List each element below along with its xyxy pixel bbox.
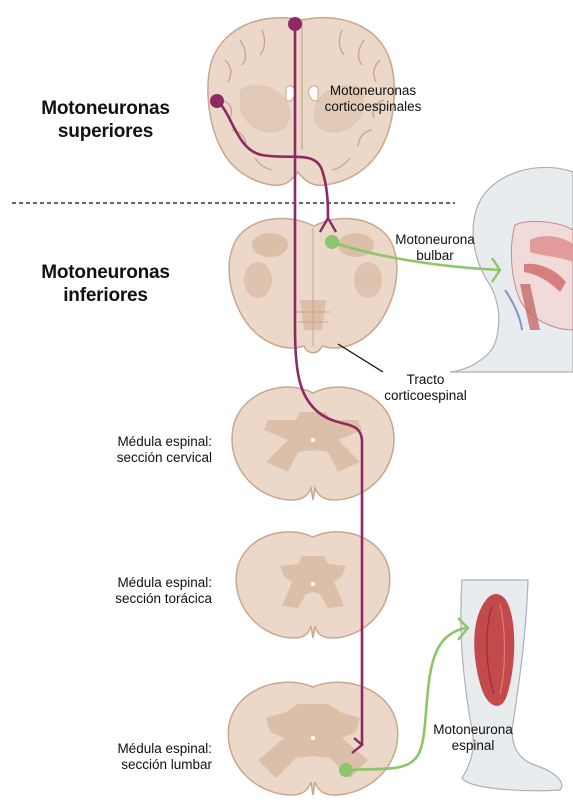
cervical-section-label: Médula espinal: sección cervical <box>70 434 212 466</box>
spinal-neuron-soma <box>339 763 353 777</box>
thoracic-section-label: Médula espinal: sección torácica <box>70 575 212 607</box>
lower-motor-neurons-heading: Motoneuronas inferiores <box>18 262 193 308</box>
tract-pointer-line <box>338 344 383 372</box>
spinal-neuron-label: Motoneurona espinal <box>418 722 528 754</box>
lumbar-section-label: Médula espinal: sección lumbar <box>70 741 212 773</box>
leg-illustration <box>461 580 562 791</box>
upper-neuron-soma-1 <box>288 17 302 31</box>
bulbar-neuron-soma <box>325 235 339 249</box>
upper-motor-neurons-heading: Motoneuronas superiores <box>18 98 193 144</box>
spinal-cord-lumbar <box>228 682 397 795</box>
brainstem-section <box>229 218 397 352</box>
corticospinal-neurons-label: Motoneuronas corticoespinales <box>308 83 438 115</box>
corticospinal-tract-label: Tracto corticoespinal <box>368 372 483 404</box>
upper-neuron-soma-2 <box>210 94 224 108</box>
bulbar-neuron-label: Motoneurona bulbar <box>385 232 485 264</box>
head-profile-illustration <box>450 167 573 372</box>
spinal-cord-thoracic <box>236 532 390 638</box>
